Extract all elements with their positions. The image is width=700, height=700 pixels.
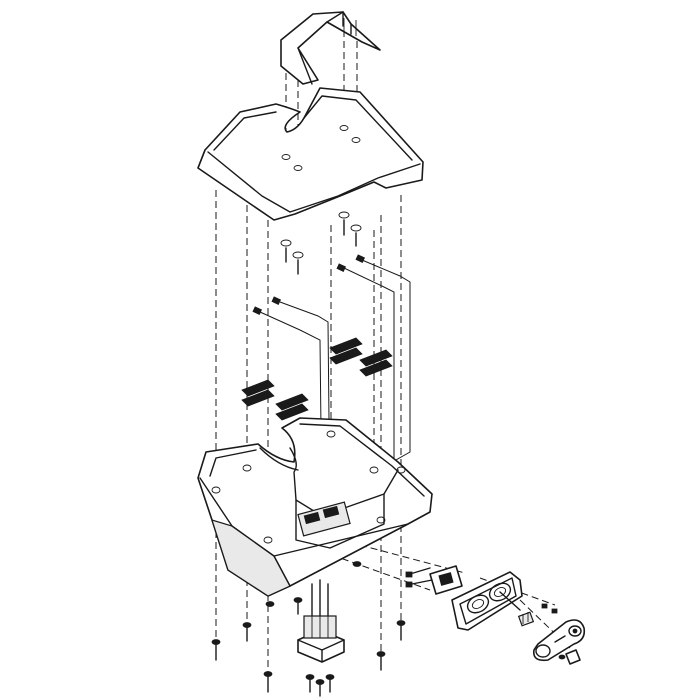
gasket-pad bbox=[241, 379, 275, 407]
bottom-connector-block bbox=[297, 579, 345, 663]
end-cap bbox=[532, 619, 586, 665]
top-cover-screws bbox=[280, 211, 362, 275]
handle bbox=[280, 11, 381, 85]
gasket-pad bbox=[359, 349, 393, 377]
connector-panel bbox=[405, 565, 558, 631]
gasket-pads bbox=[241, 337, 393, 421]
base-housing bbox=[197, 417, 433, 597]
top-cover bbox=[197, 87, 424, 221]
bottom-screws bbox=[211, 561, 406, 697]
gasket-pad bbox=[275, 393, 309, 421]
gasket-pad bbox=[329, 337, 363, 365]
